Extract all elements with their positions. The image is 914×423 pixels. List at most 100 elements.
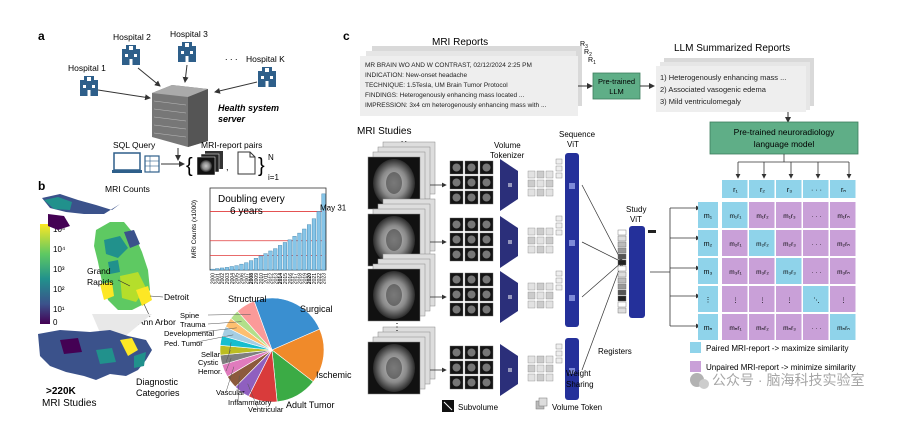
matrix-cell-unpaired — [830, 258, 856, 284]
tokenizer-mark — [508, 295, 512, 299]
matrix-cell-label: mₙr₁ — [729, 325, 742, 332]
matrix-cell-unpaired — [722, 230, 748, 256]
x-tick-label: 2009 — [254, 273, 260, 284]
bar — [287, 239, 292, 271]
volume-token — [536, 282, 545, 291]
x-tick-label: 2004 — [230, 273, 236, 284]
matrix-cell-unpaired — [803, 314, 829, 340]
subvolume-content — [467, 250, 476, 259]
pie-label: Developmental — [164, 329, 214, 338]
sequence-vit-l2: ViT — [567, 140, 579, 149]
matrix-cell-unpaired — [776, 314, 802, 340]
summary-card — [656, 66, 806, 112]
volume-token — [536, 179, 545, 188]
subvolume-content — [467, 290, 476, 299]
annotation-label: May 31 — [320, 203, 347, 212]
study-token — [617, 253, 627, 260]
study-vit-block — [629, 226, 645, 318]
subvolume-content — [467, 363, 476, 372]
study-token — [617, 307, 627, 314]
map-title: MRI Counts — [105, 184, 150, 194]
volume-token — [545, 179, 554, 188]
matrix-cell-unpaired — [722, 286, 748, 312]
chart-frame — [209, 187, 327, 271]
volume-token — [545, 291, 554, 300]
bar — [224, 267, 229, 271]
server-label-line1: Health system — [218, 103, 279, 113]
matrix-column-header — [803, 180, 829, 198]
subvolume-content — [482, 193, 491, 202]
matrix-row-label: m₁ — [704, 213, 713, 220]
pie-label: Adult Tumor — [286, 400, 335, 410]
register-token — [555, 270, 563, 277]
volume-token — [545, 227, 554, 236]
matrix-cell-label: m₃r₂ — [756, 269, 769, 276]
volume-token — [527, 282, 536, 291]
unpaired-legend-swatch — [690, 361, 701, 372]
subvolume-legend: Subvolume — [442, 400, 499, 412]
matrix-cell-unpaired — [803, 258, 829, 284]
x-tick-label: 2016 — [288, 273, 294, 284]
pie-label: Trauma — [180, 320, 206, 329]
matrix-cell-label: m₂r₁ — [729, 241, 742, 248]
matrix-row-header — [698, 314, 718, 340]
register-token — [555, 165, 563, 172]
matrix-row-header — [698, 258, 718, 284]
grand-rapids-leader — [117, 279, 131, 287]
panel-c-letter: c — [343, 29, 350, 43]
volume-tokenizer-l1: Volume — [494, 141, 521, 150]
sequence-vit-mark — [569, 368, 575, 374]
study-token — [617, 265, 627, 272]
city-ann-arbor: Ann Arbor — [138, 317, 176, 327]
register-token — [555, 172, 563, 179]
hospital-3: Hospital 3 — [170, 29, 208, 62]
hospital-k-label: Hospital K — [246, 54, 285, 64]
matrix-cell-paired — [776, 258, 802, 284]
volume-token — [536, 227, 545, 236]
summary-stack: 1) Heterogenously enhancing mass ... 2) … — [656, 58, 814, 112]
summarized-title: LLM Summarized Reports — [674, 43, 790, 54]
matrix-cell-unpaired — [830, 202, 856, 228]
colorbar-ticks: 10⁵ 10⁴ 10³ 10² 10¹ 0 — [53, 225, 66, 327]
volume-token — [527, 170, 536, 179]
panel-a-letter: a — [38, 29, 45, 43]
matrix-cell-label: m₂r₃ — [783, 241, 796, 248]
pie-label: Surgical — [300, 304, 333, 314]
paired-legend-swatch — [690, 342, 701, 353]
document-icon — [237, 151, 256, 175]
bar — [297, 232, 302, 271]
matrix-cell-label: ⋮ — [840, 297, 847, 304]
brain-ventricle — [386, 229, 402, 251]
x-tick-label: 2002 — [220, 273, 226, 284]
matrix-cell-label: m₁r₁ — [730, 213, 743, 220]
study-token — [617, 259, 627, 266]
subvolume-content — [452, 235, 461, 244]
matrix-cell-label: ⋱ — [813, 297, 820, 304]
pie-slice — [253, 297, 321, 351]
pie-label: Vascular — [216, 388, 245, 397]
pie-leader-line — [247, 383, 259, 410]
sequence-vit-mark — [569, 295, 575, 301]
hospital-3-label: Hospital 3 — [170, 29, 208, 39]
matrix-cell-label: m₁r₂ — [756, 213, 769, 220]
colorbar-tick: 10³ — [53, 265, 65, 274]
pairs-subscript: i=1 — [268, 173, 279, 182]
bar — [258, 255, 263, 271]
matrix-cell-unpaired — [776, 286, 802, 312]
neuro-language-model-box — [709, 121, 859, 155]
pie-leader-line — [207, 321, 242, 325]
matrix-cell-unpaired — [803, 202, 829, 228]
us-map — [38, 330, 152, 380]
panel-c: c MRI Reports R3 R2 R1 MR BRAIN WO AND W… — [343, 29, 859, 412]
subvolume-content — [452, 250, 461, 259]
hospital-icon — [80, 76, 98, 96]
bar — [263, 253, 268, 271]
hospital-1: Hospital 1 — [68, 63, 106, 96]
subvolume-content — [452, 378, 461, 387]
pie-label: Inflammatory — [228, 398, 272, 407]
sequence-to-study-arrow — [581, 261, 623, 298]
matrix-column-header — [830, 180, 856, 198]
register-token — [555, 229, 563, 236]
michigan-map — [42, 194, 152, 310]
pie-leader-line — [225, 366, 235, 393]
